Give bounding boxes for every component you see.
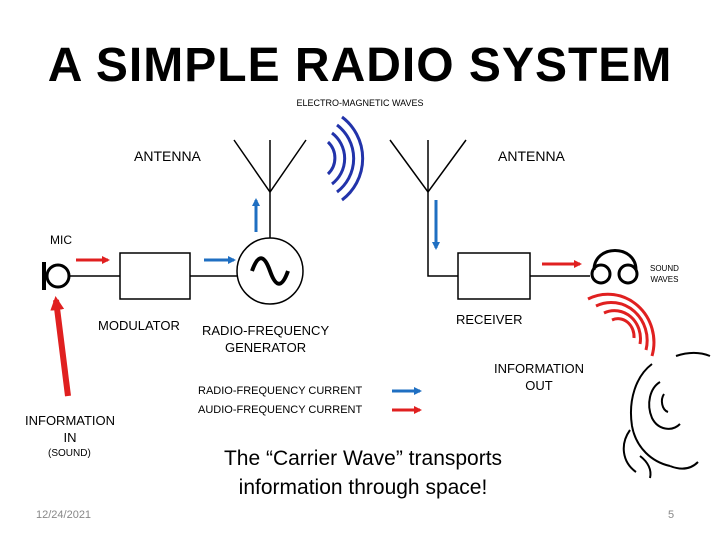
sound-label: (SOUND): [48, 448, 91, 459]
modulator-box: [119, 252, 191, 300]
antenna-left-icon: [233, 139, 307, 194]
rf-generator-line1: RADIO-FREQUENCY: [202, 323, 330, 338]
sound-waves-line2: WAVES: [650, 275, 679, 284]
antenna-right-label: ANTENNA: [498, 148, 565, 164]
receiver-box: [457, 252, 531, 300]
modulator-label: MODULATOR: [98, 318, 180, 333]
mic-label: MIC: [50, 233, 72, 247]
legend-af-current-label: AUDIO-FREQUENCY CURRENT: [198, 404, 363, 416]
information-in-line2: IN: [63, 430, 77, 445]
microphone-icon: [42, 262, 71, 290]
em-waves-icon: [326, 115, 365, 202]
sound-waves-icon: [587, 292, 656, 357]
headphones-icon: [590, 249, 639, 285]
antenna-right-icon: [389, 139, 467, 194]
ear-icon: [622, 352, 711, 479]
antenna-left-label: ANTENNA: [134, 148, 201, 164]
wire-antenna-receiver: [427, 192, 458, 277]
information-in-label: INFORMATION IN: [25, 412, 115, 446]
legend-rf-current-label: RADIO-FREQUENCY CURRENT: [198, 385, 363, 397]
carrier-wave-caption: The “Carrier Wave” transports informatio…: [223, 447, 503, 499]
rf-generator-label: RADIO-FREQUENCY GENERATOR: [202, 322, 329, 356]
em-waves-label: ELECTRO-MAGNETIC WAVES: [296, 98, 424, 108]
rf-generator-symbol: [236, 237, 304, 305]
information-out-line2: OUT: [525, 378, 553, 393]
rf-generator-line2: GENERATOR: [224, 340, 307, 355]
sound-waves-line1: SOUND: [650, 264, 679, 273]
information-out-label: INFORMATION OUT: [494, 360, 584, 394]
footer-date: 12/24/2021: [36, 509, 92, 521]
page-title: A SIMPLE RADIO SYSTEM: [47, 39, 673, 92]
receiver-label: RECEIVER: [456, 312, 523, 327]
arrow-information-in: [50, 296, 71, 397]
footer-page-number: 5: [668, 509, 675, 521]
sound-waves-label: SOUND WAVES: [650, 263, 679, 285]
information-in-line1: INFORMATION: [25, 413, 116, 428]
information-out-line1: INFORMATION: [494, 361, 585, 376]
